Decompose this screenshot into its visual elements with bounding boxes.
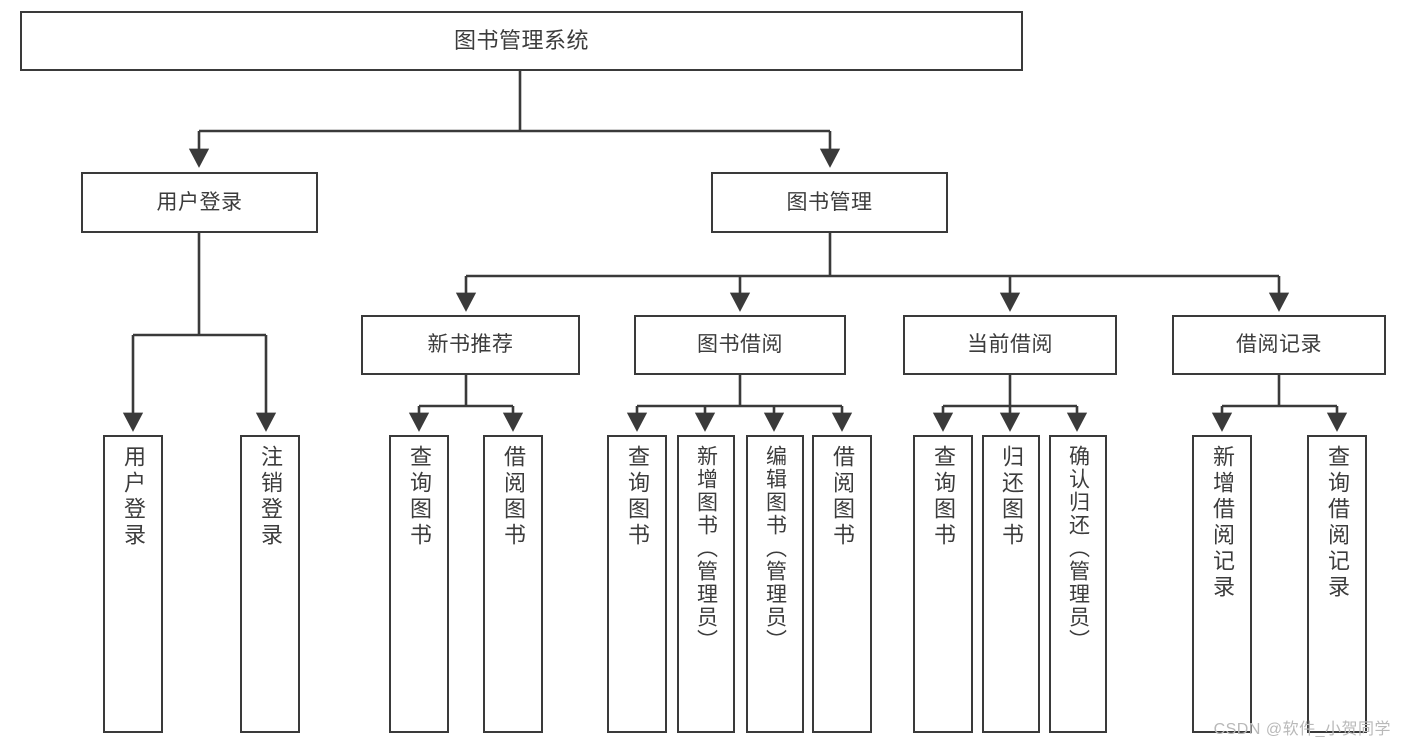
leaf-add-borrow-record[interactable]: 新增借阅记录 [1192,435,1252,733]
node-label: 编辑图书（管理员） [763,445,787,652]
node-label: 用户登录 [156,190,243,214]
node-label: 图书借阅 [697,333,783,357]
node-label: 查询借阅记录 [1325,445,1350,601]
node-user-login[interactable]: 用户登录 [81,172,318,233]
leaf-query-book-current[interactable]: 查询图书 [913,435,973,733]
node-label: 图书管理系统 [453,27,589,53]
node-label: 查询图书 [625,445,650,549]
node-label: 新增图书（管理员） [694,445,718,652]
leaf-return-book[interactable]: 归还图书 [982,435,1040,733]
node-label: 借阅记录 [1236,333,1322,357]
leaf-edit-book-admin[interactable]: 编辑图书（管理员） [746,435,804,733]
leaf-query-book-new[interactable]: 查询图书 [389,435,449,733]
leaf-borrow-book-new[interactable]: 借阅图书 [483,435,543,733]
node-label: 借阅图书 [830,445,855,549]
leaf-query-borrow-record[interactable]: 查询借阅记录 [1307,435,1367,733]
node-label: 图书管理 [786,190,873,214]
node-label: 注销登录 [258,445,283,549]
leaf-user-login[interactable]: 用户登录 [103,435,163,733]
node-borrow-record[interactable]: 借阅记录 [1172,315,1386,375]
leaf-query-book-borrow[interactable]: 查询图书 [607,435,667,733]
node-new-book-recommend[interactable]: 新书推荐 [361,315,580,375]
node-label: 查询图书 [931,445,956,549]
node-label: 当前借阅 [967,333,1053,357]
node-label: 查询图书 [407,445,432,549]
node-label: 归还图书 [999,445,1024,549]
node-root-system[interactable]: 图书管理系统 [20,11,1023,71]
leaf-logout[interactable]: 注销登录 [240,435,300,733]
node-book-management[interactable]: 图书管理 [711,172,948,233]
leaf-confirm-return-admin[interactable]: 确认归还（管理员） [1049,435,1107,733]
node-book-borrow[interactable]: 图书借阅 [634,315,846,375]
node-current-borrow[interactable]: 当前借阅 [903,315,1117,375]
node-label: 确认归还（管理员） [1066,445,1090,652]
node-label: 用户登录 [121,445,146,549]
watermark: CSDN @软件_小贺同学 [1213,721,1391,738]
node-label: 新增借阅记录 [1210,445,1235,601]
leaf-borrow-book[interactable]: 借阅图书 [812,435,872,733]
leaf-add-book-admin[interactable]: 新增图书（管理员） [677,435,735,733]
node-label: 新书推荐 [427,333,514,357]
node-label: 借阅图书 [501,445,526,549]
